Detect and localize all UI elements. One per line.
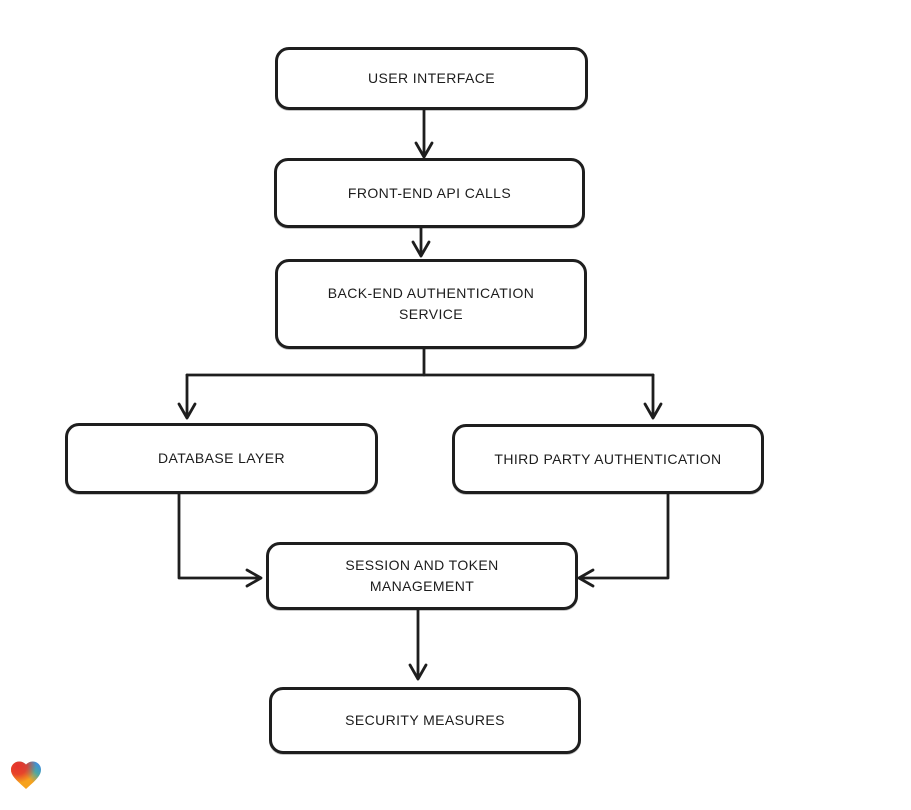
node-back-end-authentication-service: BACK-END AUTHENTICATION SERVICE	[275, 259, 587, 349]
node-database-layer: DATABASE LAYER	[65, 423, 378, 494]
node-label: FRONT-END API CALLS	[347, 184, 512, 201]
node-label: DATABASE LAYER	[158, 450, 285, 466]
node-label: USER INTERFACE	[368, 70, 495, 86]
gradient-heart-logo[interactable]	[8, 757, 44, 793]
node-label: BACK-END AUTHENTICATION SERVICE	[327, 285, 535, 322]
connector-session-to-security	[408, 602, 428, 681]
node-security-measures: SECURITY MEASURES	[269, 687, 581, 754]
node-label: THIRD PARTY AUTHENTICATION	[494, 450, 722, 467]
connector-user-interface-to-front-end	[414, 102, 434, 159]
node-user-interface: USER INTERFACE	[275, 47, 588, 110]
node-label: SECURITY MEASURES	[345, 712, 505, 728]
node-label: SESSION AND TOKEN MANAGEMENT	[345, 557, 499, 594]
connector-third-party-to-session	[577, 486, 670, 588]
node-third-party-authentication: THIRD PARTY AUTHENTICATION	[452, 424, 764, 494]
node-front-end-api-calls: FRONT-END API CALLS	[274, 158, 585, 228]
connector-database-to-session	[177, 486, 263, 588]
connector-branch-to-database-layer	[177, 373, 197, 420]
node-session-and-token-management: SESSION AND TOKEN MANAGEMENT	[266, 542, 578, 610]
connector-branch-to-third-party	[643, 373, 663, 420]
heart-icon	[11, 761, 41, 790]
